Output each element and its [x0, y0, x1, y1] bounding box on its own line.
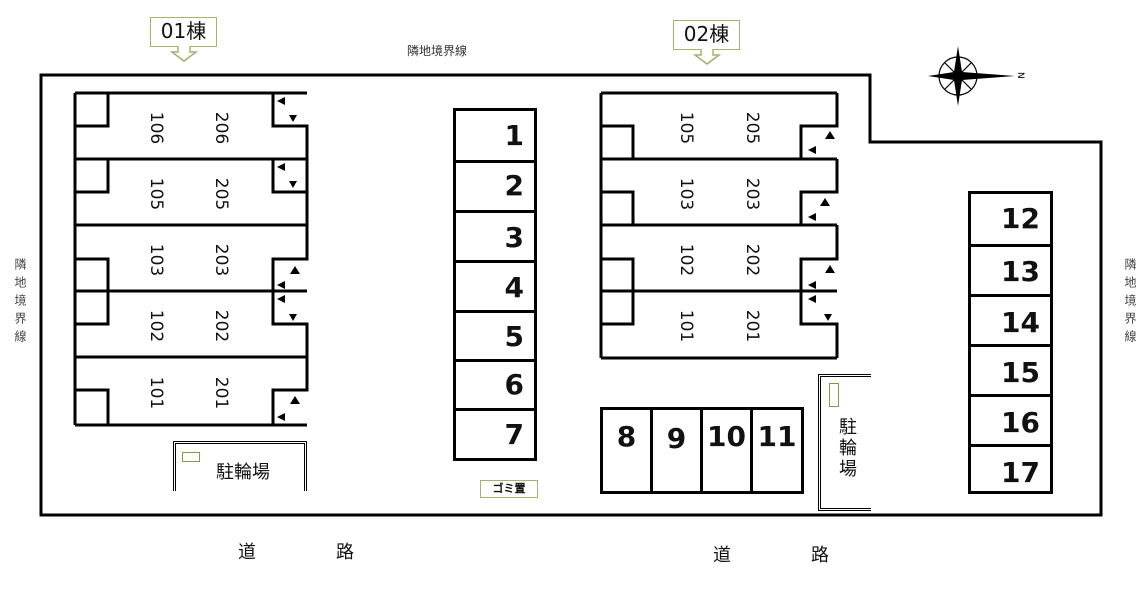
parking-space-6[interactable]: 6 — [456, 359, 534, 409]
unit-01-102: 102 — [146, 309, 167, 343]
parking-space-2[interactable]: 2 — [456, 160, 534, 210]
compass-icon: N — [928, 46, 1025, 106]
parking-center-column: 1 2 3 4 5 6 7 — [453, 108, 537, 461]
road-label-left-1: 道 — [238, 542, 256, 563]
parking-space-3[interactable]: 3 — [456, 210, 534, 260]
unit-01-103: 103 — [146, 243, 167, 277]
building-01-arrow-icon — [170, 46, 198, 62]
unit-02-102: 102 — [676, 243, 697, 277]
bicycle-parking-01-label: 駐輪場 — [216, 462, 270, 483]
boundary-label-top: 隣地境界線 — [407, 44, 468, 58]
boundary-label-right: 隣地境界線 — [1123, 258, 1137, 348]
building-02-tag: 02棟 — [673, 20, 740, 50]
boundary-label-left: 隣地境界線 — [13, 258, 27, 348]
building-02-plan — [599, 91, 839, 360]
unit-01-202: 202 — [211, 309, 232, 343]
bicycle-icon — [829, 383, 839, 407]
unit-01-203: 203 — [211, 243, 232, 277]
unit-01-205: 205 — [211, 177, 232, 211]
parking-space-9[interactable]: 9 — [653, 410, 703, 491]
parking-space-4[interactable]: 4 — [456, 260, 534, 310]
parking-space-15[interactable]: 15 — [971, 344, 1050, 394]
road-label-left-2: 路 — [336, 542, 354, 563]
parking-space-5[interactable]: 5 — [456, 310, 534, 360]
parking-bottom-row: 8 9 10 11 — [600, 407, 804, 494]
parking-space-10[interactable]: 10 — [703, 410, 753, 491]
bicycle-parking-01: 駐輪場 — [173, 441, 307, 491]
unit-02-201: 201 — [742, 309, 763, 343]
unit-01-105: 105 — [146, 177, 167, 211]
parking-space-7[interactable]: 7 — [456, 408, 534, 458]
compass-north-label: N — [1015, 72, 1025, 79]
unit-02-203: 203 — [742, 177, 763, 211]
bicycle-parking-02: 駐輪場 — [818, 374, 871, 511]
parking-space-8[interactable]: 8 — [603, 410, 653, 491]
unit-02-205: 205 — [742, 111, 763, 145]
parking-space-14[interactable]: 14 — [971, 294, 1050, 344]
unit-02-202: 202 — [742, 243, 763, 277]
building-01-tag: 01棟 — [150, 17, 217, 47]
parking-space-16[interactable]: 16 — [971, 394, 1050, 444]
parking-space-1[interactable]: 1 — [504, 119, 524, 152]
unit-02-105: 105 — [676, 111, 697, 145]
road-label-right-1: 道 — [713, 545, 731, 566]
unit-02-103: 103 — [676, 177, 697, 211]
bicycle-icon — [182, 452, 200, 462]
unit-01-206: 206 — [211, 111, 232, 145]
road-label-right-2: 路 — [811, 545, 829, 566]
building-02-arrow-icon — [693, 49, 721, 65]
parking-space-11[interactable]: 11 — [757, 420, 797, 453]
unit-02-101: 101 — [676, 309, 697, 343]
parking-right-column: 12 13 14 15 16 17 — [968, 191, 1053, 494]
building-01-plan — [73, 91, 309, 427]
unit-01-201: 201 — [211, 376, 232, 410]
bicycle-parking-02-label: 駐輪場 — [839, 417, 857, 480]
parking-space-13[interactable]: 13 — [971, 244, 1050, 294]
garbage-area: ゴミ置 — [480, 480, 538, 498]
parking-space-17[interactable]: 17 — [971, 444, 1050, 494]
unit-01-106: 106 — [146, 111, 167, 145]
unit-01-101: 101 — [146, 376, 167, 410]
parking-space-12[interactable]: 12 — [1001, 202, 1040, 235]
